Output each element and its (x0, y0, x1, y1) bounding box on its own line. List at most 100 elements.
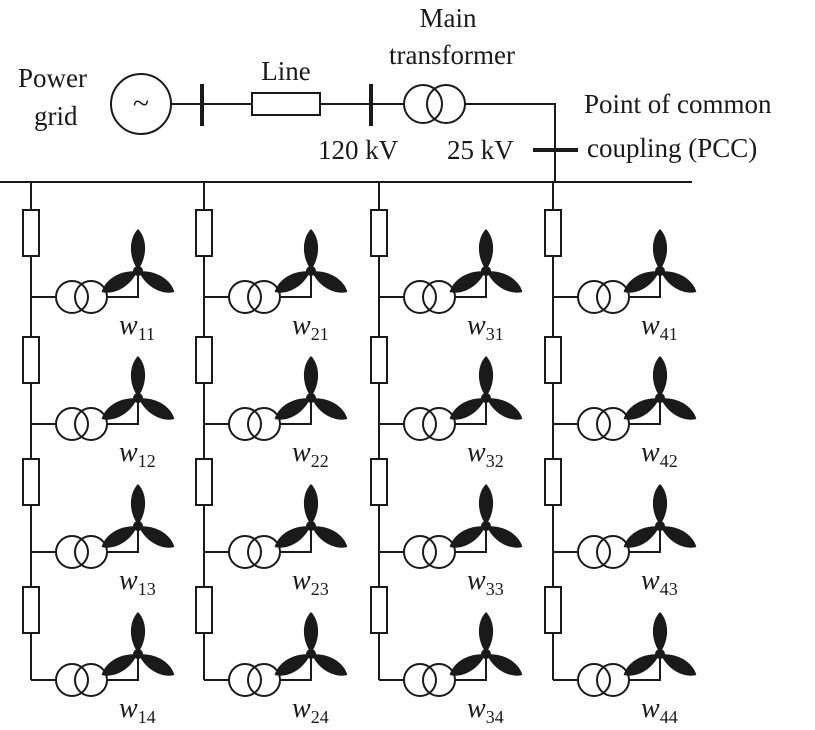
turbine-label: w44 (641, 693, 678, 727)
power-grid-label-line1: Power (18, 63, 87, 93)
turbine-transformer-icon (55, 280, 108, 314)
turbine-transformer-icon (228, 535, 281, 569)
turbine-label-letter: w (119, 437, 138, 468)
turbine-wire (455, 271, 487, 298)
main-transformer-icon (403, 84, 466, 124)
turbine-label-letter: w (467, 437, 486, 468)
feeder-3: w31 w32 w33 w34 (370, 182, 523, 727)
turbine-transformer-icon (403, 663, 456, 697)
main-transformer-label-line2: transformer (389, 40, 515, 70)
turbine-label: w33 (467, 565, 504, 599)
turbine-transformer-icon (577, 535, 630, 569)
turbine-label: w34 (467, 693, 504, 727)
turbine-label-letter: w (292, 437, 311, 468)
turbine-wire (455, 526, 487, 553)
turbine-label: w31 (467, 310, 504, 344)
turbine-transformer-icon (577, 407, 630, 441)
turbine-transformer-icon (55, 663, 108, 697)
turbine-wire (455, 398, 487, 425)
power-grid-label-line2: grid (34, 101, 78, 131)
wind-turbine-icon (274, 229, 348, 293)
wind-turbine-icon (449, 356, 523, 420)
turbine-label: w21 (292, 310, 329, 344)
cable-impedance-symbol (22, 209, 40, 257)
turbine-transformer-icon (403, 535, 456, 569)
cable-impedance-symbol (544, 209, 562, 257)
turbine-label: w14 (119, 693, 156, 727)
turbine-label: w13 (119, 565, 156, 599)
turbine-transformer-icon (55, 407, 108, 441)
wind-turbine-icon (101, 356, 175, 420)
turbine-label: w42 (641, 437, 678, 471)
line-impedance-symbol (251, 92, 321, 116)
turbine-transformer-icon (228, 663, 281, 697)
wind-turbine-icon (274, 484, 348, 548)
turbine-wire (107, 526, 139, 553)
wind-turbine-icon (101, 229, 175, 293)
turbine-label: w23 (292, 565, 329, 599)
turbine-transformer-icon (577, 280, 630, 314)
turbine-label: w24 (292, 693, 329, 727)
main-transformer-label-line1: Main (420, 3, 477, 33)
turbine-label-letter: w (467, 310, 486, 341)
turbine-label-subscript: 13 (138, 579, 156, 599)
turbine-label-letter: w (641, 437, 660, 468)
wind-turbine-icon (623, 484, 697, 548)
turbine-wire (280, 271, 312, 298)
turbine-label: w12 (119, 437, 156, 471)
turbine-label-letter: w (119, 310, 138, 341)
cable-impedance-symbol (370, 209, 388, 257)
wind-turbine-icon (101, 484, 175, 548)
grid-connection: Power grid ~ Line 120 kV Main transforme… (18, 3, 772, 182)
cable-impedance-symbol (544, 336, 562, 384)
turbine-transformer-icon (577, 663, 630, 697)
turbine-label-letter: w (292, 565, 311, 596)
cable-impedance-symbol (544, 458, 562, 506)
cable-impedance-symbol (22, 586, 40, 634)
turbine-label: w41 (641, 310, 678, 344)
turbine-label-subscript: 41 (660, 324, 678, 344)
turbine-wire (629, 398, 661, 425)
wind-turbine-icon (274, 356, 348, 420)
turbine-label-letter: w (467, 565, 486, 596)
turbine-label-subscript: 44 (660, 707, 678, 727)
cable-impedance-symbol (195, 336, 213, 384)
turbine-label-letter: w (292, 693, 311, 724)
cable-impedance-symbol (22, 458, 40, 506)
wind-turbine-icon (623, 356, 697, 420)
turbine-wire (107, 398, 139, 425)
voltage-high-label: 120 kV (318, 135, 399, 165)
cable-impedance-symbol (22, 336, 40, 384)
turbine-transformer-icon (228, 280, 281, 314)
turbine-wire (629, 654, 661, 681)
cable-impedance-symbol (370, 336, 388, 384)
voltage-low-label: 25 kV (447, 135, 514, 165)
cable-impedance-symbol (370, 458, 388, 506)
wind-turbine-icon (101, 612, 175, 676)
turbine-label-letter: w (467, 693, 486, 724)
turbine-label-letter: w (641, 565, 660, 596)
cable-impedance-symbol (195, 586, 213, 634)
cable-impedance-symbol (195, 209, 213, 257)
turbine-label-subscript: 21 (311, 324, 329, 344)
turbine-label-subscript: 23 (311, 579, 329, 599)
turbine-wire (107, 271, 139, 298)
turbine-label-subscript: 11 (138, 324, 155, 344)
turbine-label-subscript: 24 (311, 707, 329, 727)
turbine-label: w32 (467, 437, 504, 471)
turbine-wire (280, 526, 312, 553)
feeders: w11w12w13w14w21w22w23w24w31w32w33w34w41w… (22, 182, 697, 727)
wind-turbine-icon (449, 229, 523, 293)
turbine-wire (107, 654, 139, 681)
turbine-label-subscript: 14 (138, 707, 156, 727)
turbine-label: w22 (292, 437, 329, 471)
wind-turbine-icon (623, 229, 697, 293)
turbine-transformer-icon (55, 535, 108, 569)
wind-turbine-icon (449, 484, 523, 548)
cable-impedance-symbol (370, 586, 388, 634)
turbine-transformer-icon (403, 407, 456, 441)
lv-wire (465, 103, 556, 182)
